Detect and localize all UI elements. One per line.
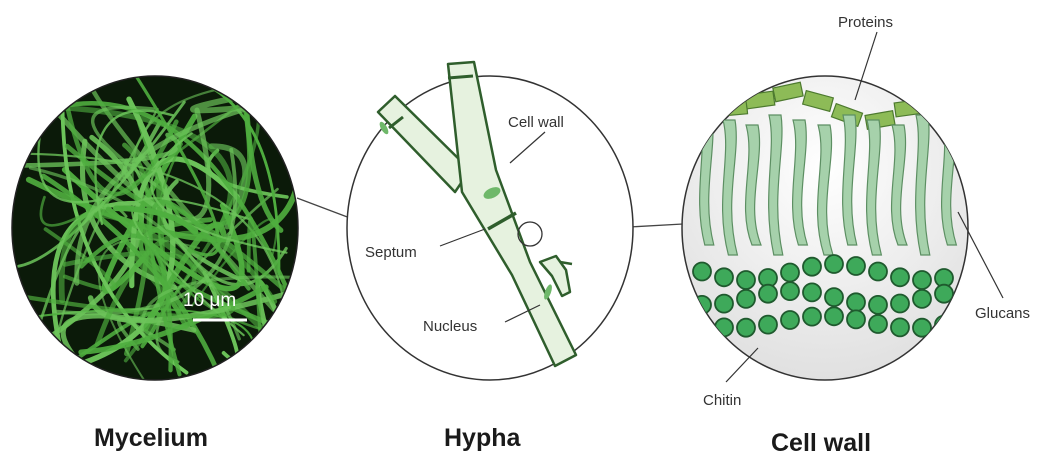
scale-bar-label: 10 μm <box>183 290 236 311</box>
chitin-bead <box>869 296 887 314</box>
cell-wall-panel: Proteins Glucans Chitin <box>682 14 1030 409</box>
chitin-bead <box>891 318 909 336</box>
hypha-panel: Cell wall Septum Nucleus <box>347 62 633 380</box>
chitin-bead <box>781 282 799 300</box>
chitin-bead <box>715 318 733 336</box>
chitin-bead <box>737 271 755 289</box>
chitin-bead <box>781 264 799 282</box>
chitin-bead <box>759 285 777 303</box>
chitin-bead <box>935 285 953 303</box>
cell-wall-caption: Cell wall <box>771 429 871 455</box>
mycelium-caption: Mycelium <box>94 424 208 452</box>
chitin-label: Chitin <box>703 392 741 409</box>
chitin-bead <box>825 255 843 273</box>
proteins-label: Proteins <box>838 14 893 31</box>
chitin-bead <box>781 311 799 329</box>
protein-block <box>718 100 747 116</box>
nucleus-label: Nucleus <box>423 318 477 335</box>
mycelium-panel: 10 μm <box>5 70 303 388</box>
chitin-bead <box>693 263 711 281</box>
chitin-bead <box>891 295 909 313</box>
chitin-bead <box>825 288 843 306</box>
connector-line-mycelium-hypha <box>297 198 350 218</box>
glucans-label: Glucans <box>975 305 1030 322</box>
chitin-bead <box>803 308 821 326</box>
septum-line <box>448 76 473 78</box>
chitin-bead <box>869 315 887 333</box>
chitin-bead <box>693 315 711 333</box>
chitin-bead <box>737 319 755 337</box>
chitin-bead <box>759 316 777 334</box>
chitin-bead <box>737 290 755 308</box>
protein-block <box>920 94 949 110</box>
chitin-bead <box>803 283 821 301</box>
chitin-bead <box>803 258 821 276</box>
chitin-bead <box>913 290 931 308</box>
cell-wall-label: Cell wall <box>508 114 564 131</box>
chitin-bead <box>913 271 931 289</box>
chitin-bead <box>847 257 865 275</box>
chitin-bead <box>869 263 887 281</box>
chitin-bead <box>891 268 909 286</box>
chitin-bead <box>825 307 843 325</box>
chitin-bead <box>847 293 865 311</box>
chitin-bead <box>715 268 733 286</box>
chitin-bead <box>847 310 865 328</box>
chitin-bead <box>693 296 711 314</box>
chitin-bead <box>935 316 953 334</box>
chitin-bead <box>715 295 733 313</box>
hypha-caption: Hypha <box>444 424 522 452</box>
septum-label: Septum <box>365 244 417 261</box>
